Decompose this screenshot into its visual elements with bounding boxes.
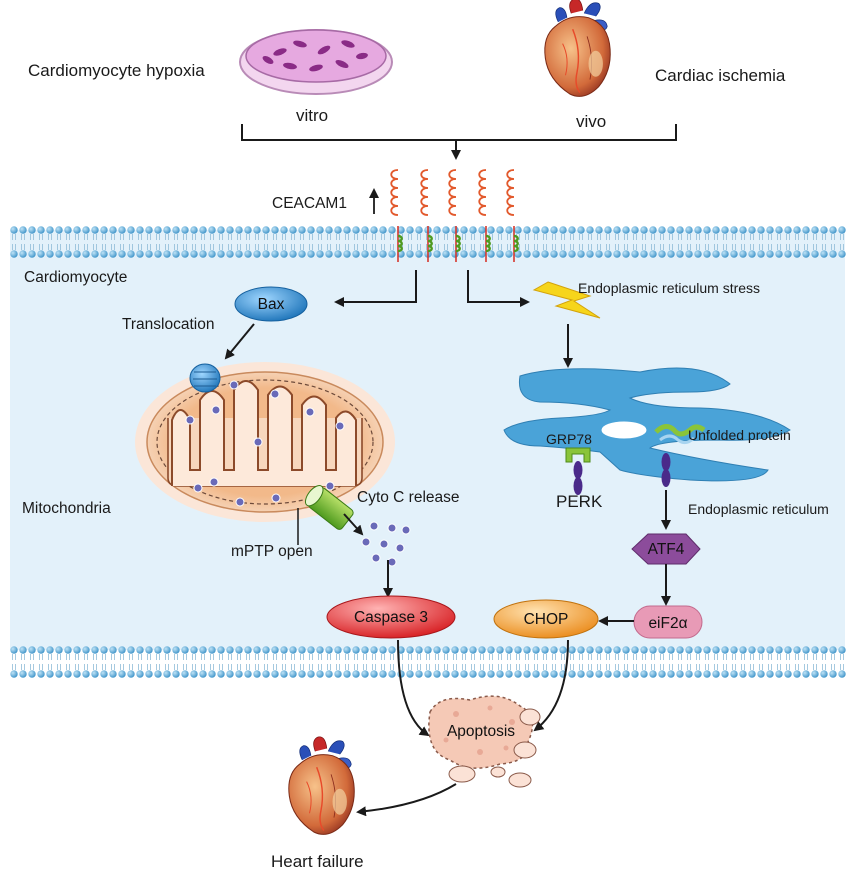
arrow-cyto-c — [343, 513, 364, 536]
cardiac-ischemia-label: Cardiac ischemia — [655, 66, 786, 85]
translocation-label: Translocation — [122, 316, 214, 333]
arrow-caspase-to-apoptosis — [397, 639, 430, 737]
heart-failure-label: Heart failure — [271, 852, 364, 871]
grp78-label: GRP78 — [546, 431, 592, 447]
convergence-bracket — [241, 124, 677, 160]
mptp-open-label: mPTP open — [231, 543, 313, 560]
arrow-chop-to-apoptosis — [533, 639, 569, 732]
heart-icon — [544, 0, 611, 97]
lightning-icon — [532, 281, 601, 319]
bax-label: Bax — [258, 296, 285, 313]
bax-channel-icon — [189, 363, 221, 393]
er-stress-label: Endoplasmic reticulum stress — [578, 280, 760, 296]
endoplasmic-reticulum-organelle — [503, 367, 791, 482]
ceacam1-label: CEACAM1 — [272, 195, 347, 212]
bax-node: Bax — [234, 286, 308, 322]
grp78-receptor-icon — [565, 447, 591, 495]
apoptotic-cell: Apoptosis — [428, 695, 541, 788]
arrow-to-heart-failure — [356, 783, 457, 817]
arrow-bax-to-mito — [224, 323, 255, 360]
endoplasmic-reticulum-label: Endoplasmic reticulum — [688, 501, 829, 517]
arrow-to-bax — [334, 270, 417, 307]
caspase3-label: Caspase 3 — [354, 609, 428, 626]
membrane-bottom — [10, 646, 846, 678]
cardiomyocyte-label: Cardiomyocyte — [24, 269, 127, 286]
atf4-node: ATF4 — [631, 533, 701, 565]
caspase3-node: Caspase 3 — [326, 595, 456, 639]
eif2a-label: eiF2α — [648, 615, 687, 632]
apoptosis-label: Apoptosis — [447, 723, 515, 740]
heart-failure-icon — [288, 736, 355, 835]
arrow-to-er-stress — [467, 270, 530, 307]
mptp-channel-icon — [304, 485, 354, 530]
atf4-label: ATF4 — [648, 541, 685, 558]
unfolded-protein-label: Unfolded protein — [688, 427, 791, 443]
mitochondria-label: Mitochondria — [22, 500, 111, 517]
mito-proteins — [185, 380, 345, 507]
cytochrome-c-molecules — [361, 521, 411, 567]
vivo-label: vivo — [576, 112, 606, 131]
cyto-c-release-label: Cyto C release — [357, 489, 460, 506]
unfolded-protein-icon — [654, 424, 706, 487]
chop-label: CHOP — [524, 611, 569, 628]
membrane-top — [10, 226, 846, 258]
perk-label: PERK — [556, 492, 603, 511]
ceacam1-receptors — [390, 169, 519, 262]
petri-dish-icon — [239, 29, 393, 95]
cardiomyocyte-hypoxia-label: Cardiomyocyte hypoxia — [28, 61, 205, 80]
chop-node: CHOP — [493, 599, 599, 639]
mitochondria-organelle — [135, 362, 395, 522]
vitro-label: vitro — [296, 106, 328, 125]
eif2a-node: eiF2α — [633, 605, 703, 639]
